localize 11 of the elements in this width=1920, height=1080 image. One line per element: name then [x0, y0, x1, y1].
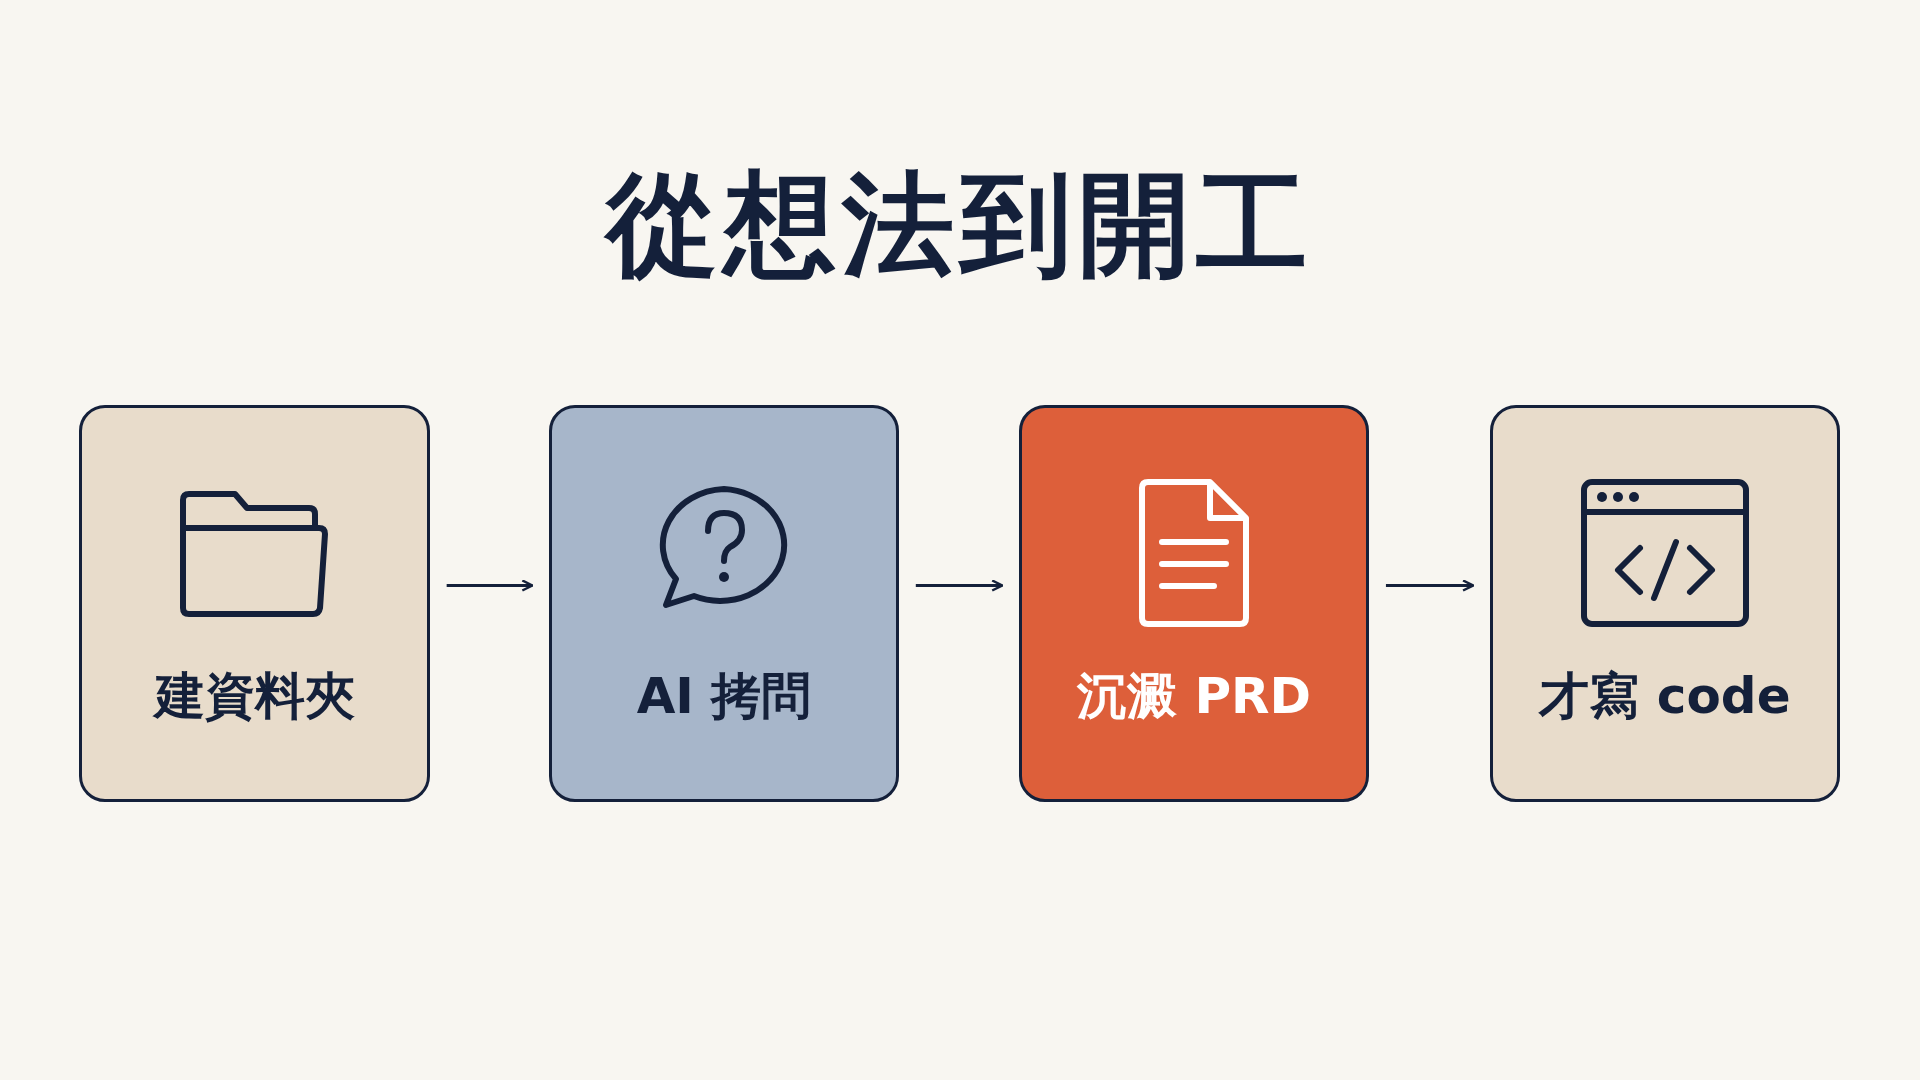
step-label: 建資料夾 [154, 666, 355, 727]
process-box [1490, 405, 1840, 802]
process-box [79, 405, 430, 802]
step-label: AI 拷問 [636, 666, 812, 727]
arrow [915, 579, 1004, 592]
step-label: 才寫 code [1539, 666, 1791, 727]
process-box [549, 405, 899, 802]
process-box [1019, 405, 1369, 802]
step-label: 沉澱 PRD [1076, 666, 1312, 727]
arrow [1385, 579, 1475, 592]
arrow [446, 579, 534, 592]
